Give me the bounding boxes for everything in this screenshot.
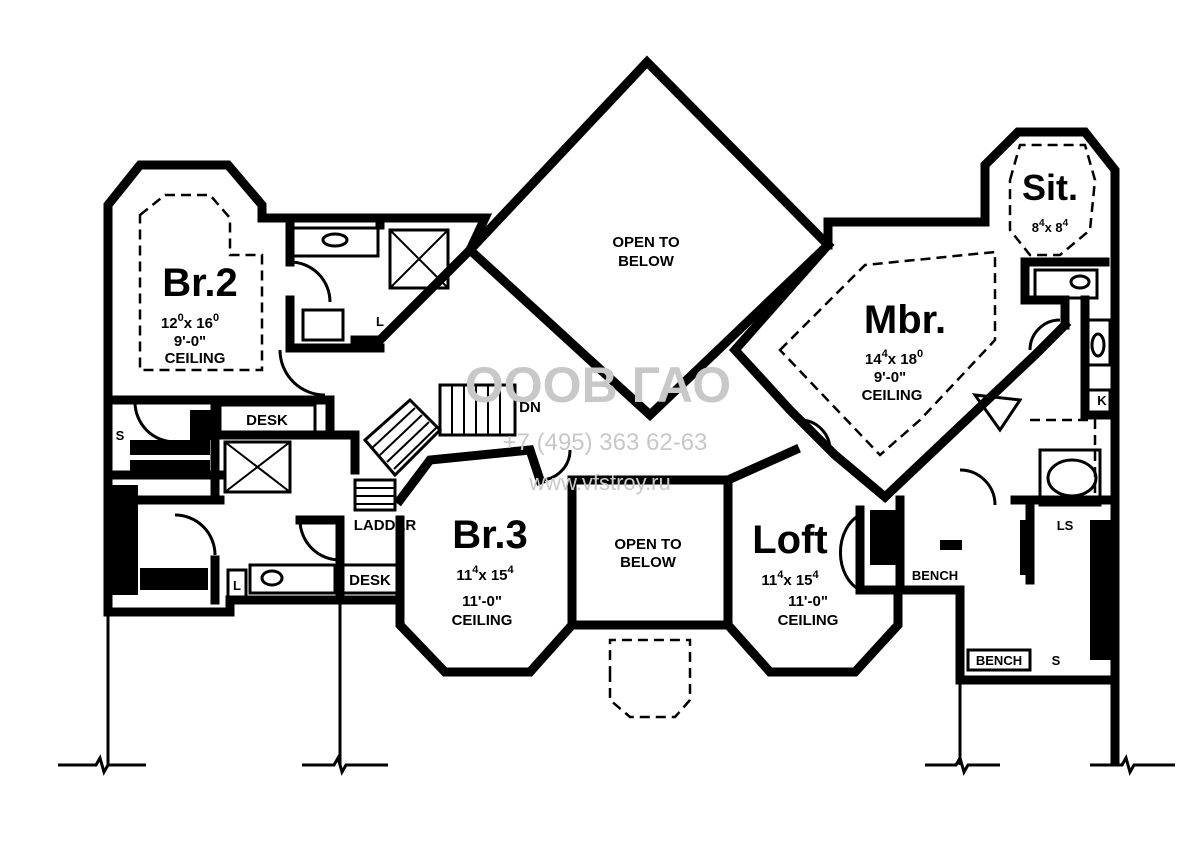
stairs [353,383,517,512]
br2-dimensions: 120x 160 [161,312,219,332]
s-label-left: S [116,428,125,443]
watermark-phone: +7 (495) 363 62-63 [503,429,708,456]
br3-ceiling-height: 11'-0" [462,593,502,610]
k-label: K [1097,393,1107,408]
br2-ceiling-height: 9'-0" [174,333,206,350]
open-to-below-lower: OPEN TO BELOW [614,536,682,571]
door-swings [133,260,1061,592]
mbr-dimensions: 144x 180 [865,348,923,368]
l-label-upper: L [376,314,384,329]
sit-name: Sit. [1022,167,1078,208]
ls-label: LS [1057,518,1074,533]
room-sit: Sit. 84x 84 [1022,167,1078,235]
watermark: ОООВ ГАО +7 (495) 363 62-63 www.vfstroy.… [465,357,731,495]
small-labels: DESK DESK LADDER DN BENCH BENCH S LS S L… [116,314,1107,672]
loft-dimensions: 114x 154 [761,569,819,589]
l-label-left: L [233,578,241,593]
loft-ceiling-label: CEILING [778,612,839,629]
loft-ceiling-height: 11'-0" [788,593,828,610]
room-mbr: Mbr. 144x 180 9'-0" CEILING [862,298,947,404]
br3-ceiling-label: CEILING [452,612,513,629]
room-br3: Br.3 114x 154 11'-0" CEILING [452,513,528,629]
br2-ceiling-label: CEILING [165,350,226,367]
room-loft: Loft 114x 154 11'-0" CEILING [752,518,838,629]
mbr-name: Mbr. [864,298,946,342]
open-to-below-upper-line1: OPEN TO [612,234,680,251]
br3-dimensions: 114x 154 [456,564,514,584]
mbr-ceiling-height: 9'-0" [874,369,906,386]
open-to-below-lower-line2: BELOW [620,554,677,571]
mbr-ceiling-label: CEILING [862,387,923,404]
s-label-lower: S [1052,653,1061,668]
desk-label-upper: DESK [246,412,288,429]
desk-label-lower: DESK [349,572,391,589]
ladder-label: LADDER [354,517,417,534]
open-to-below-lower-line1: OPEN TO [614,536,682,553]
br2-name: Br.2 [162,261,238,305]
dn-label: DN [519,399,541,416]
room-br2: Br.2 120x 160 9'-0" CEILING [161,261,238,367]
loft-name: Loft [752,518,828,562]
break-lines [58,600,1175,776]
open-to-below-upper-line2: BELOW [618,253,675,270]
open-to-below-upper: OPEN TO BELOW [612,234,680,270]
bench-label-upper: BENCH [912,568,958,583]
bench-label-lower: BENCH [976,653,1022,668]
fixtures [110,226,1112,660]
watermark-url: www.vfstroy.ru [528,470,670,495]
sit-dimensions: 84x 84 [1032,218,1069,235]
exterior-walls [103,55,1120,765]
watermark-logo: ОООВ ГАО [465,357,731,413]
br3-name: Br.3 [452,513,528,557]
ceiling-dashed-lines [138,143,1097,719]
